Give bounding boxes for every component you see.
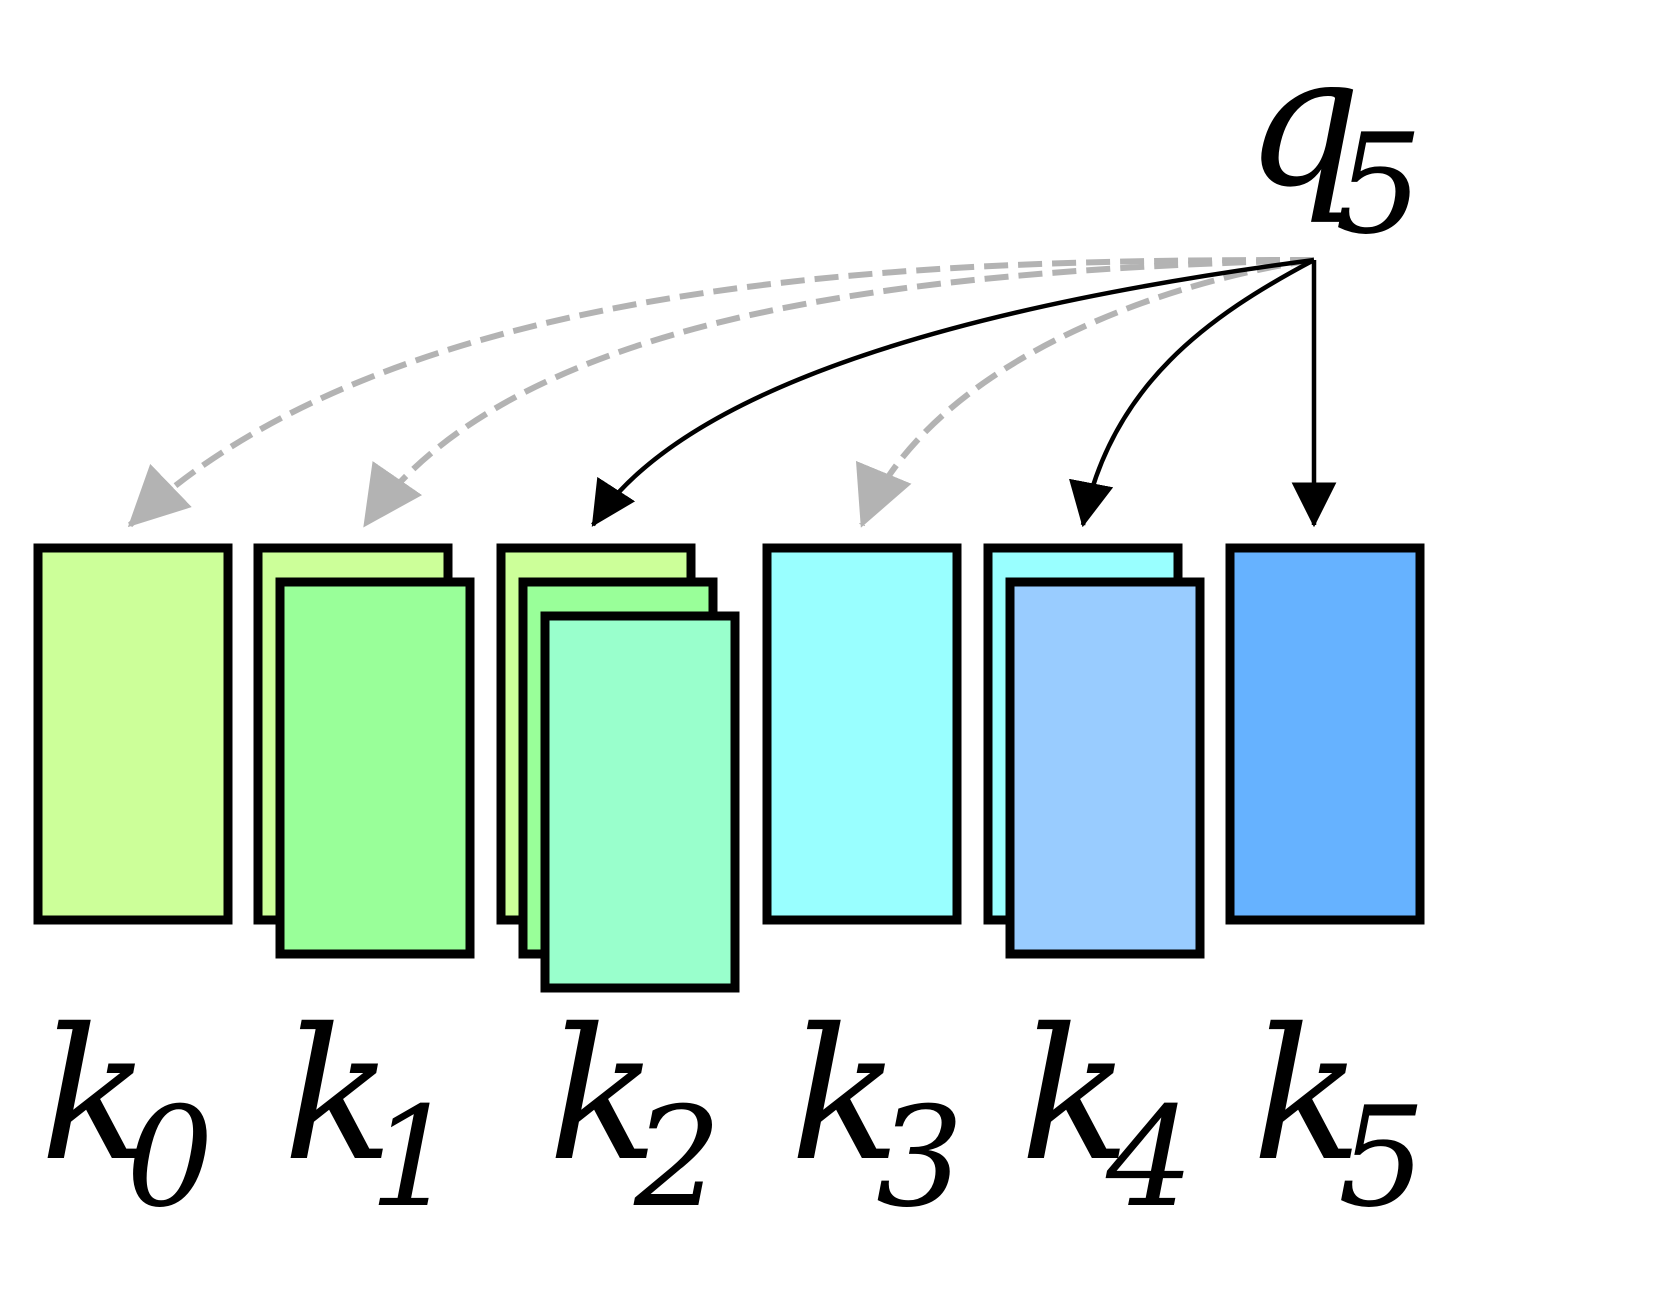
- key-label-k1: k 1: [283, 989, 457, 1238]
- key-label-k5: k 5: [1252, 989, 1426, 1238]
- key-block-k1-front: [275, 577, 475, 959]
- key-label-k0-base: k: [40, 989, 150, 1201]
- key-label-k5-base: k: [1252, 989, 1362, 1201]
- key-block-k0: [33, 543, 233, 925]
- key-block-k3: [762, 543, 962, 925]
- key-label-k3-base: k: [790, 989, 900, 1201]
- key-label-k1-subscript: 1: [369, 1077, 457, 1238]
- query-label: q 5: [1245, 15, 1423, 265]
- key-label-k2-subscript: 2: [633, 1077, 722, 1238]
- key-block-k4-front: [1005, 577, 1205, 959]
- key-labels: k 0 k 1 k 2 k 3 k 4 k 5: [40, 989, 1426, 1238]
- attention-arrow-q5-k4: [1069, 258, 1316, 528]
- key-label-k2-base: k: [548, 989, 658, 1201]
- key-block-k2-stack: [496, 543, 740, 993]
- key-block-k5: [1225, 543, 1425, 925]
- attention-arrow-q5-k0: [127, 257, 1315, 528]
- active-attention-arrows: [591, 257, 1337, 528]
- key-label-k4-base: k: [1020, 989, 1130, 1201]
- key-label-k1-base: k: [283, 989, 393, 1201]
- query-subscript: 5: [1335, 104, 1423, 265]
- key-label-k0: k 0: [40, 989, 214, 1238]
- key-label-k3-subscript: 3: [876, 1077, 964, 1238]
- key-label-k0-subscript: 0: [126, 1077, 214, 1238]
- key-label-k4-subscript: 4: [1105, 1077, 1194, 1238]
- inactive-attention-arrows: [127, 257, 1315, 528]
- key-label-k3: k 3: [790, 989, 964, 1238]
- key-blocks: [33, 543, 1425, 993]
- key-label-k5-subscript: 5: [1338, 1077, 1426, 1238]
- attention-arrow-q5-k1: [362, 257, 1315, 528]
- key-block-k4-stack: [983, 543, 1205, 959]
- key-block-k2-front: [540, 611, 740, 993]
- key-label-k4: k 4: [1020, 989, 1194, 1238]
- query-symbol: q: [1245, 15, 1362, 227]
- key-block-k1-stack: [253, 543, 475, 959]
- key-label-k2: k 2: [548, 989, 722, 1238]
- attention-arrow-q5-k2: [591, 257, 1315, 527]
